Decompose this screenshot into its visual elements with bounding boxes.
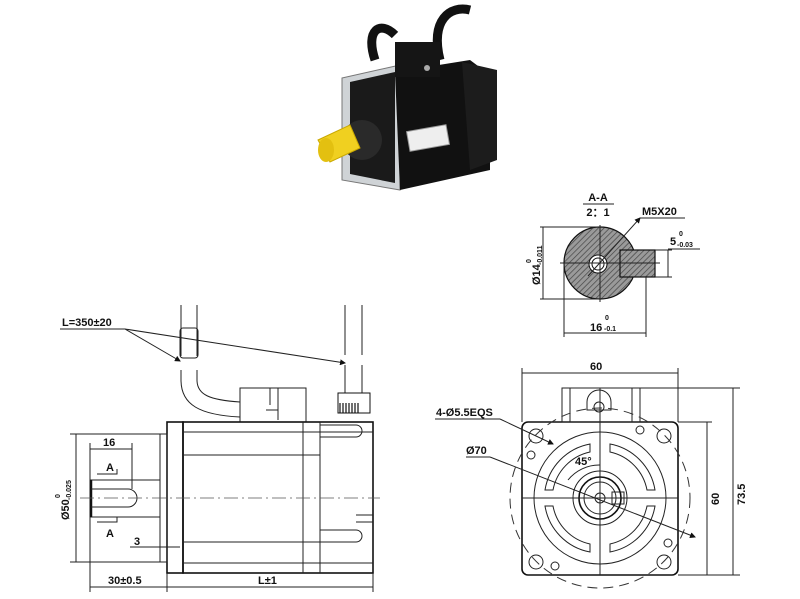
pcd-label: Ø70 [466,445,487,457]
flange-step-label: 3 [134,536,140,548]
mounting-holes-label: 4-Ø5.5EQS [436,407,493,419]
front-width-label: 60 [590,361,602,373]
section-scale: 2：1 [586,207,609,219]
pilot-dia-label: Ø50 [60,499,72,520]
section-a-a: A-A 2：1 M5X20 5 0 -0.03 Ø14 0 -0.011 16 … [526,192,700,337]
key-width-tol-lower: -0.03 [677,242,693,249]
section-mark-bottom: A [106,528,114,540]
servo-motor-photo [317,4,497,191]
key-width-tol-upper: 0 [679,231,683,238]
front-view: 60 60 73.5 4-Ø5.5EQS Ø70 45° [435,361,748,589]
shaft-length-label: 30±0.5 [108,575,142,587]
angle-label: 45° [575,456,592,468]
section-title: A-A [588,192,608,204]
thread-label: M5X20 [642,206,677,218]
total-height-label: 73.5 [736,484,748,505]
key-length-label: 16 [103,437,115,449]
cable-length-label: L=350±20 [62,317,112,329]
key-depth-tol-lower: -0.1 [604,326,616,333]
key-width-label: 5 [670,236,676,248]
shaft-dia-tol-lower: -0.011 [537,245,544,265]
pilot-tol-upper: 0 [55,494,62,498]
front-height-label: 60 [710,493,722,505]
key-depth-label: 16 [590,322,602,334]
shaft-dia-label: Ø14 [531,263,543,285]
pilot-tol-lower: -0.025 [66,480,73,500]
key-depth-tol-upper: 0 [605,315,609,322]
side-view: L=350±20 16 A A Ø50 0 -0.025 3 30±0.5 L±… [55,305,380,592]
body-length-label: L±1 [258,575,277,587]
section-mark-top: A [106,462,114,474]
shaft-dia-tol-upper: 0 [526,259,533,263]
